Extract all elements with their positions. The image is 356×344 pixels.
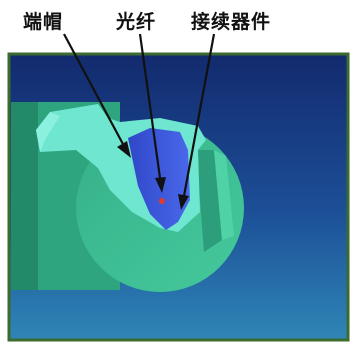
leader-fiber (138, 33, 166, 193)
leader-endcap (63, 33, 131, 158)
cylinder-slot-edge (214, 150, 234, 240)
endcap-part-shade (36, 112, 60, 152)
cylinder-slot (196, 150, 222, 252)
endcap-label: 端帽 (23, 11, 64, 33)
fiber-core (159, 198, 165, 204)
connector-label: 接续器件 (191, 11, 272, 33)
leader-connector (178, 33, 216, 210)
fiber-label: 光纤 (116, 11, 157, 33)
cylinder-body-dark (11, 102, 38, 290)
